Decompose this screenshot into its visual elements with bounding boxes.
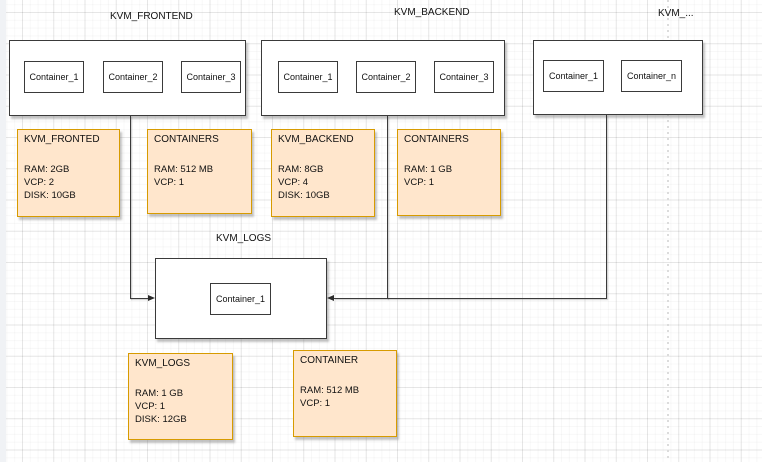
note-line-vcp: VCP: 2 (24, 177, 55, 188)
frontend-container-1[interactable]: Container_1 (24, 61, 84, 93)
backend-container-1[interactable]: Container_1 (278, 61, 338, 93)
note-line-disk: DISK: 10GB (278, 190, 330, 201)
frontend-container-3[interactable]: Container_3 (181, 61, 241, 93)
note-line-ram: RAM: 512 MB (300, 385, 360, 396)
vm-backend-label: KVM_BACKEND (394, 7, 470, 18)
note-kvm-fronted[interactable]: KVM_FRONTED RAM: 2GB VCP: 2 DISK: 10GB (17, 129, 120, 217)
vm-ellipsis-label: KVM_... (658, 8, 694, 19)
note-line-ram: RAM: 2GB (24, 164, 70, 175)
note-line-vcp: VCP: 4 (278, 177, 309, 188)
note-logs-container[interactable]: CONTAINER RAM: 512 MB VCP: 1 (293, 350, 397, 437)
vm-frontend-label: KVM_FRONTEND (110, 11, 193, 22)
note-line-ram: RAM: 1 GB (135, 388, 184, 399)
note-kvm-backend-title: KVM_BACKEND (278, 134, 354, 145)
ellipsis-container-1[interactable]: Container_1 (543, 60, 604, 92)
note-line-vcp: VCP: 1 (404, 177, 435, 188)
note-kvm-logs[interactable]: KVM_LOGS RAM: 1 GB VCP: 1 DISK: 12GB (128, 353, 233, 440)
offpage-left-strip (0, 0, 6, 462)
note-logs-container-title: CONTAINER (300, 355, 359, 366)
arrowhead-into-logs-right (327, 295, 334, 301)
note-backend-containers-title: CONTAINERS (404, 134, 469, 145)
note-line-disk: DISK: 10GB (24, 190, 76, 201)
vm-logs-label: KVM_LOGS (216, 233, 272, 244)
note-line-vcp: VCP: 1 (300, 398, 331, 409)
note-line-ram: RAM: 512 MB (154, 164, 214, 175)
note-frontend-containers-title: CONTAINERS (154, 134, 219, 145)
note-kvm-backend[interactable]: KVM_BACKEND RAM: 8GB VCP: 4 DISK: 10GB (271, 129, 375, 217)
note-line-disk: DISK: 12GB (135, 414, 187, 425)
edge-right-to-logs-horizontal[interactable] (334, 298, 606, 299)
note-line-vcp: VCP: 1 (135, 401, 166, 412)
frontend-container-2[interactable]: Container_2 (103, 61, 163, 93)
note-line-ram: RAM: 8GB (278, 164, 324, 175)
note-backend-containers[interactable]: CONTAINERS RAM: 1 GB VCP: 1 (397, 129, 501, 216)
note-kvm-logs-title: KVM_LOGS (135, 358, 191, 369)
page-break-dashed-line (667, 0, 669, 462)
edge-ellipsis-to-logs-vertical[interactable] (606, 115, 607, 299)
note-line-vcp: VCP: 1 (154, 177, 185, 188)
edge-frontend-to-logs-vertical[interactable] (130, 116, 131, 299)
edge-backend-to-logs-vertical[interactable] (387, 116, 388, 299)
edge-frontend-to-logs-horizontal[interactable] (130, 298, 148, 299)
note-line-ram: RAM: 1 GB (404, 164, 453, 175)
note-kvm-fronted-title: KVM_FRONTED (24, 134, 100, 145)
logs-container-1[interactable]: Container_1 (210, 283, 271, 315)
ellipsis-container-n[interactable]: Container_n (621, 60, 682, 92)
backend-container-2[interactable]: Container_2 (356, 61, 416, 93)
arrowhead-into-logs-left (148, 295, 155, 301)
note-frontend-containers[interactable]: CONTAINERS RAM: 512 MB VCP: 1 (147, 129, 252, 214)
backend-container-3[interactable]: Container_3 (434, 61, 494, 93)
